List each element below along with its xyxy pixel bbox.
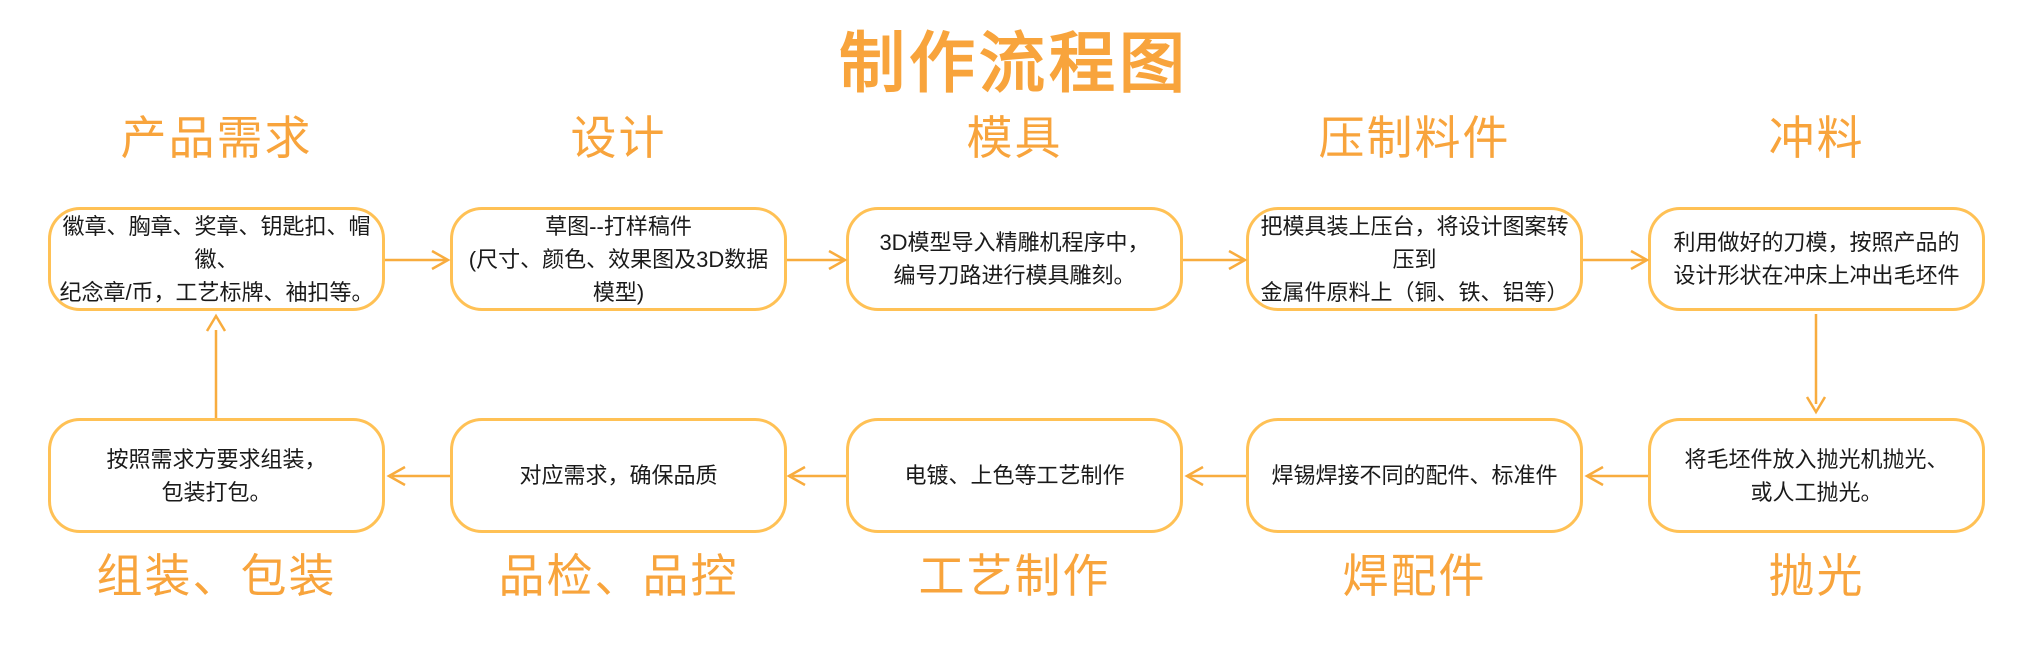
box-text-line: 或人工抛光。 [1750, 479, 1883, 505]
box-text-line: 徽章、胸章、奖章、钥匙扣、帽徽、 [62, 213, 371, 272]
box-text-line: 设计形状在冲床上冲出毛坯件 [1673, 263, 1960, 288]
box-text-line: 将毛坯件放入抛光机抛光、 [1684, 446, 1949, 472]
label-polishing: 抛光 [1768, 550, 1865, 602]
box-text-line: 草图--打样稿件 [545, 213, 692, 239]
box-design: 草图--打样稿件 (尺寸、颜色、效果图及3D数据模型) [450, 207, 787, 311]
box-text-line: 金属件原料上（铜、铁、铝等） [1260, 279, 1569, 305]
label-design: 设计 [570, 112, 667, 164]
box-text-line: 按照需求方要求组装， [106, 446, 327, 472]
arrow-craft-to-qc [786, 465, 846, 487]
label-welding-parts: 焊配件 [1342, 550, 1487, 602]
box-text-line: 焊锡焊接不同的配件、标准件 [1271, 463, 1558, 488]
label-pressing: 压制料件 [1318, 112, 1511, 164]
page-title: 制作流程图 [839, 26, 1189, 100]
box-punching: 利用做好的刀模，按照产品的 设计形状在冲床上冲出毛坯件 [1648, 207, 1985, 311]
arrow-punching-to-polishing [1805, 314, 1827, 415]
arrow-design-to-mold [787, 249, 848, 271]
box-text-line: 纪念章/币，工艺标牌、袖扣等。 [59, 279, 374, 305]
box-text-line: (尺寸、颜色、效果图及3D数据模型) [468, 246, 769, 305]
label-product-requirements: 产品需求 [120, 112, 313, 164]
arrow-requirements-to-design [385, 249, 451, 271]
box-welding-parts: 焊锡焊接不同的配件、标准件 [1246, 418, 1583, 533]
box-text-line: 把模具装上压台，将设计图案转压到 [1260, 213, 1569, 272]
box-quality-control: 对应需求，确保品质 [450, 418, 787, 533]
arrow-welding-to-craft [1184, 465, 1246, 487]
box-text-line: 编号刀路进行模具雕刻。 [893, 263, 1136, 288]
box-text-line: 3D模型导入精雕机程序中， [879, 230, 1150, 255]
label-quality-control: 品检、品控 [498, 550, 739, 602]
box-text-line: 电镀、上色等工艺制作 [904, 463, 1125, 488]
label-punching: 冲料 [1768, 112, 1865, 164]
arrow-mold-to-pressing [1183, 249, 1248, 271]
arrow-qc-to-assembly [386, 465, 450, 487]
box-product-requirements: 徽章、胸章、奖章、钥匙扣、帽徽、 纪念章/币，工艺标牌、袖扣等。 [48, 207, 385, 311]
box-assembly-packaging: 按照需求方要求组装， 包装打包。 [48, 418, 385, 533]
label-craftwork: 工艺制作 [918, 550, 1111, 602]
label-assembly-packaging: 组装、包装 [96, 550, 337, 602]
label-mold: 模具 [966, 112, 1063, 164]
box-polishing: 将毛坯件放入抛光机抛光、 或人工抛光。 [1648, 418, 1985, 533]
box-mold: 3D模型导入精雕机程序中， 编号刀路进行模具雕刻。 [846, 207, 1183, 311]
arrow-polishing-to-welding [1584, 465, 1648, 487]
box-craftwork: 电镀、上色等工艺制作 [846, 418, 1183, 533]
arrow-assembly-to-requirements [205, 313, 227, 418]
box-text-line: 利用做好的刀模，按照产品的 [1673, 230, 1960, 255]
box-text-line: 对应需求，确保品质 [519, 463, 718, 488]
arrow-pressing-to-punching [1583, 249, 1650, 271]
box-pressing: 把模具装上压台，将设计图案转压到 金属件原料上（铜、铁、铝等） [1246, 207, 1583, 311]
box-text-line: 包装打包。 [161, 479, 272, 505]
